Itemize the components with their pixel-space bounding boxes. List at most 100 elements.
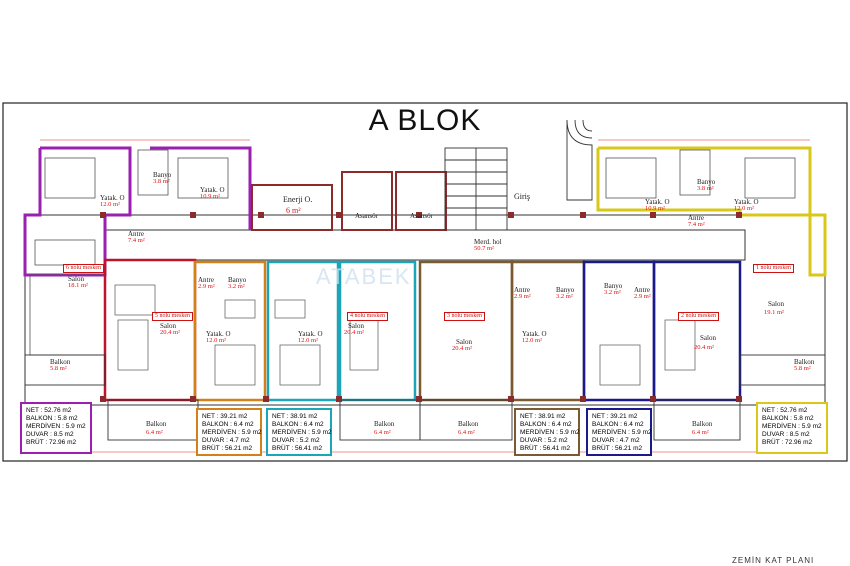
room-name: Antre: [128, 230, 144, 238]
room-area: 12.0 m²: [298, 337, 319, 344]
unit-label: 2 nolu mesken: [678, 312, 719, 321]
info-line: MERDİVEN : 5.9 m2: [272, 429, 332, 436]
info-line: BALKON : 6.4 m2: [202, 421, 254, 428]
room-area: 19.1 m²: [764, 309, 785, 316]
room-name: Balkon: [794, 358, 815, 366]
info-line: BRÜT : 56.21 m2: [592, 445, 643, 452]
info-line: MERDİVEN : 5.9 m2: [520, 429, 580, 436]
room-name: Yatak. O: [522, 330, 547, 338]
room-area: 20.4 m²: [160, 329, 181, 336]
info-line: NET : 39.21 m2: [202, 413, 248, 420]
room-name: Salon: [700, 334, 716, 342]
unit-info-box: NET : 38.91 m2 BALKON : 6.4 m2 MERDİVEN …: [514, 408, 580, 456]
room-name: Yatak. O: [298, 330, 323, 338]
unit-label: 6 nolu mesken: [63, 264, 104, 273]
block-title: A BLOK: [368, 104, 482, 137]
room-name: Yatak. O: [100, 194, 125, 202]
info-line: NET : 38.91 m2: [520, 413, 566, 420]
unit-info-box: NET : 52.76 m2 BALKON : 5.8 m2 MERDİVEN …: [756, 402, 828, 454]
info-line: NET : 38.91 m2: [272, 413, 318, 420]
info-line: MERDİVEN : 5.9 m2: [592, 429, 652, 436]
room-area: 5.8 m²: [50, 365, 67, 372]
unit-info-box: NET : 39.21 m2 BALKON : 6.4 m2 MERDİVEN …: [196, 408, 262, 456]
room-area: 6.4 m²: [374, 429, 391, 436]
room-area: 12.0 m²: [734, 205, 755, 212]
room-area: 50.7 m²: [474, 245, 495, 252]
info-line: DUVAR : 8.5 m2: [762, 431, 810, 438]
room-area: 20.4 m²: [344, 329, 365, 336]
unit-label: 1 nolu mesken: [753, 264, 794, 273]
room-area: 10.9 m²: [645, 205, 666, 212]
room-area: 12.0 m²: [522, 337, 543, 344]
room-area: 20.4 m²: [452, 345, 473, 352]
room-area: 20.4 m²: [694, 344, 715, 351]
room-area: 7.4 m²: [128, 237, 145, 244]
info-line: DUVAR : 8.5 m2: [26, 431, 74, 438]
plan-footer-title: ZEMİN KAT PLANI: [732, 556, 815, 565]
room-area: 6.4 m²: [692, 429, 709, 436]
room-area: 6.4 m²: [458, 429, 475, 436]
info-line: BALKON : 6.4 m2: [272, 421, 324, 428]
unit-label: 4 nolu mesken: [347, 312, 388, 321]
room-area: 3.2 m²: [604, 289, 621, 296]
room-name: Banyo: [604, 282, 623, 290]
info-line: NET : 52.76 m2: [26, 407, 72, 414]
info-line: BALKON : 5.8 m2: [762, 415, 814, 422]
room-name: Enerji O.: [283, 195, 313, 204]
info-line: BALKON : 6.4 m2: [520, 421, 572, 428]
room-name: Asansör: [410, 212, 433, 220]
room-area: 18.1 m²: [68, 282, 89, 289]
room-area: 3.8 m²: [153, 178, 170, 185]
room-name: Banyo: [556, 286, 575, 294]
info-line: BRÜT : 72.96 m2: [762, 439, 813, 446]
info-line: NET : 39.21 m2: [592, 413, 638, 420]
room-area: 3.2 m²: [228, 283, 245, 290]
room-area: 7.4 m²: [688, 221, 705, 228]
unit-label: 3 nolu mesken: [444, 312, 485, 321]
room-area: 2.9 m²: [634, 293, 651, 300]
room-name: Balkon: [50, 358, 71, 366]
room-name: Salon: [160, 322, 176, 330]
room-area: 3.8 m²: [697, 185, 714, 192]
info-line: BRÜT : 56.21 m2: [202, 445, 253, 452]
room-area: 2.9 m²: [198, 283, 215, 290]
room-name: Yatak. O: [734, 198, 759, 206]
info-line: BALKON : 5.8 m2: [26, 415, 78, 422]
room-area: 10.9 m²: [200, 193, 221, 200]
room-area: 5.8 m²: [794, 365, 811, 372]
info-line: DUVAR : 5.2 m2: [520, 437, 568, 444]
room-area: 2.9 m²: [514, 293, 531, 300]
room-area: 12.0 m²: [206, 337, 227, 344]
room-area: 3.2 m²: [556, 293, 573, 300]
room-name: Yatak. O: [200, 186, 225, 194]
room-name: Balkon: [374, 420, 395, 428]
room-name: Salon: [348, 322, 364, 330]
room-name: Salon: [456, 338, 472, 346]
unit-label: 5 nolu mesken: [152, 312, 193, 321]
room-area: 12.0 m²: [100, 201, 121, 208]
info-line: BRÜT : 56.41 m2: [520, 445, 571, 452]
info-line: BRÜT : 72.96 m2: [26, 439, 77, 446]
room-name: Yatak. O: [645, 198, 670, 206]
room-name: Banyo: [153, 171, 172, 179]
info-line: MERDİVEN : 5.9 m2: [202, 429, 262, 436]
room-name: Balkon: [458, 420, 479, 428]
info-line: NET : 52.76 m2: [762, 407, 808, 414]
room-name: Antre: [634, 286, 650, 294]
room-name: Yatak. O: [206, 330, 231, 338]
info-line: DUVAR : 4.7 m2: [592, 437, 640, 444]
room-name: Merd. hol: [474, 238, 502, 246]
room-name: Balkon: [692, 420, 713, 428]
room-name: Antre: [198, 276, 214, 284]
room-name: Salon: [68, 275, 84, 283]
watermark: ATABEK: [316, 264, 412, 289]
info-line: MERDİVEN : 5.9 m2: [762, 423, 822, 430]
info-line: DUVAR : 5.2 m2: [272, 437, 320, 444]
info-line: BRÜT : 56.41 m2: [272, 445, 323, 452]
info-line: BALKON : 6.4 m2: [592, 421, 644, 428]
room-name: Balkon: [146, 420, 167, 428]
info-line: MERDİVEN : 5.9 m2: [26, 423, 86, 430]
room-name: Banyo: [228, 276, 247, 284]
room-name: Banyo: [697, 178, 716, 186]
